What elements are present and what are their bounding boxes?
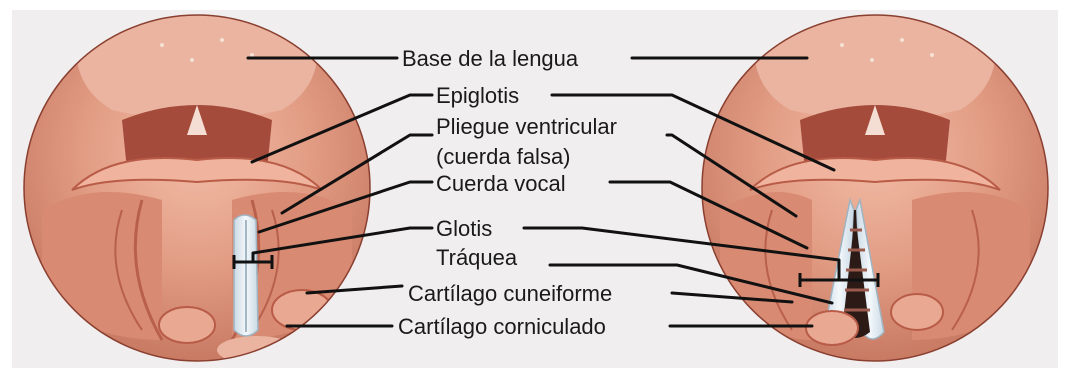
label-traquea: Tráquea bbox=[436, 245, 518, 270]
label-pliegue-ventricular: Pliegue ventricular bbox=[436, 114, 617, 139]
label-cuerda-falsa: (cuerda falsa) bbox=[436, 144, 571, 169]
label-glotis: Glotis bbox=[436, 216, 492, 241]
larynx-view-open bbox=[702, 10, 1048, 361]
label-epiglotis: Epiglotis bbox=[436, 83, 519, 108]
larynx-figure: Base de la lengua Epiglotis Pliegue vent… bbox=[12, 10, 1058, 368]
label-cartilago-corniculado: Cartílago corniculado bbox=[398, 314, 606, 339]
larynx-diagram: Base de la lengua Epiglotis Pliegue vent… bbox=[12, 10, 1058, 368]
label-cartilago-cuneiforme: Cartílago cuneiforme bbox=[408, 281, 612, 306]
label-cuerda-vocal: Cuerda vocal bbox=[436, 171, 566, 196]
label-base-lengua: Base de la lengua bbox=[402, 46, 579, 71]
labels: Base de la lengua Epiglotis Pliegue vent… bbox=[398, 46, 617, 339]
